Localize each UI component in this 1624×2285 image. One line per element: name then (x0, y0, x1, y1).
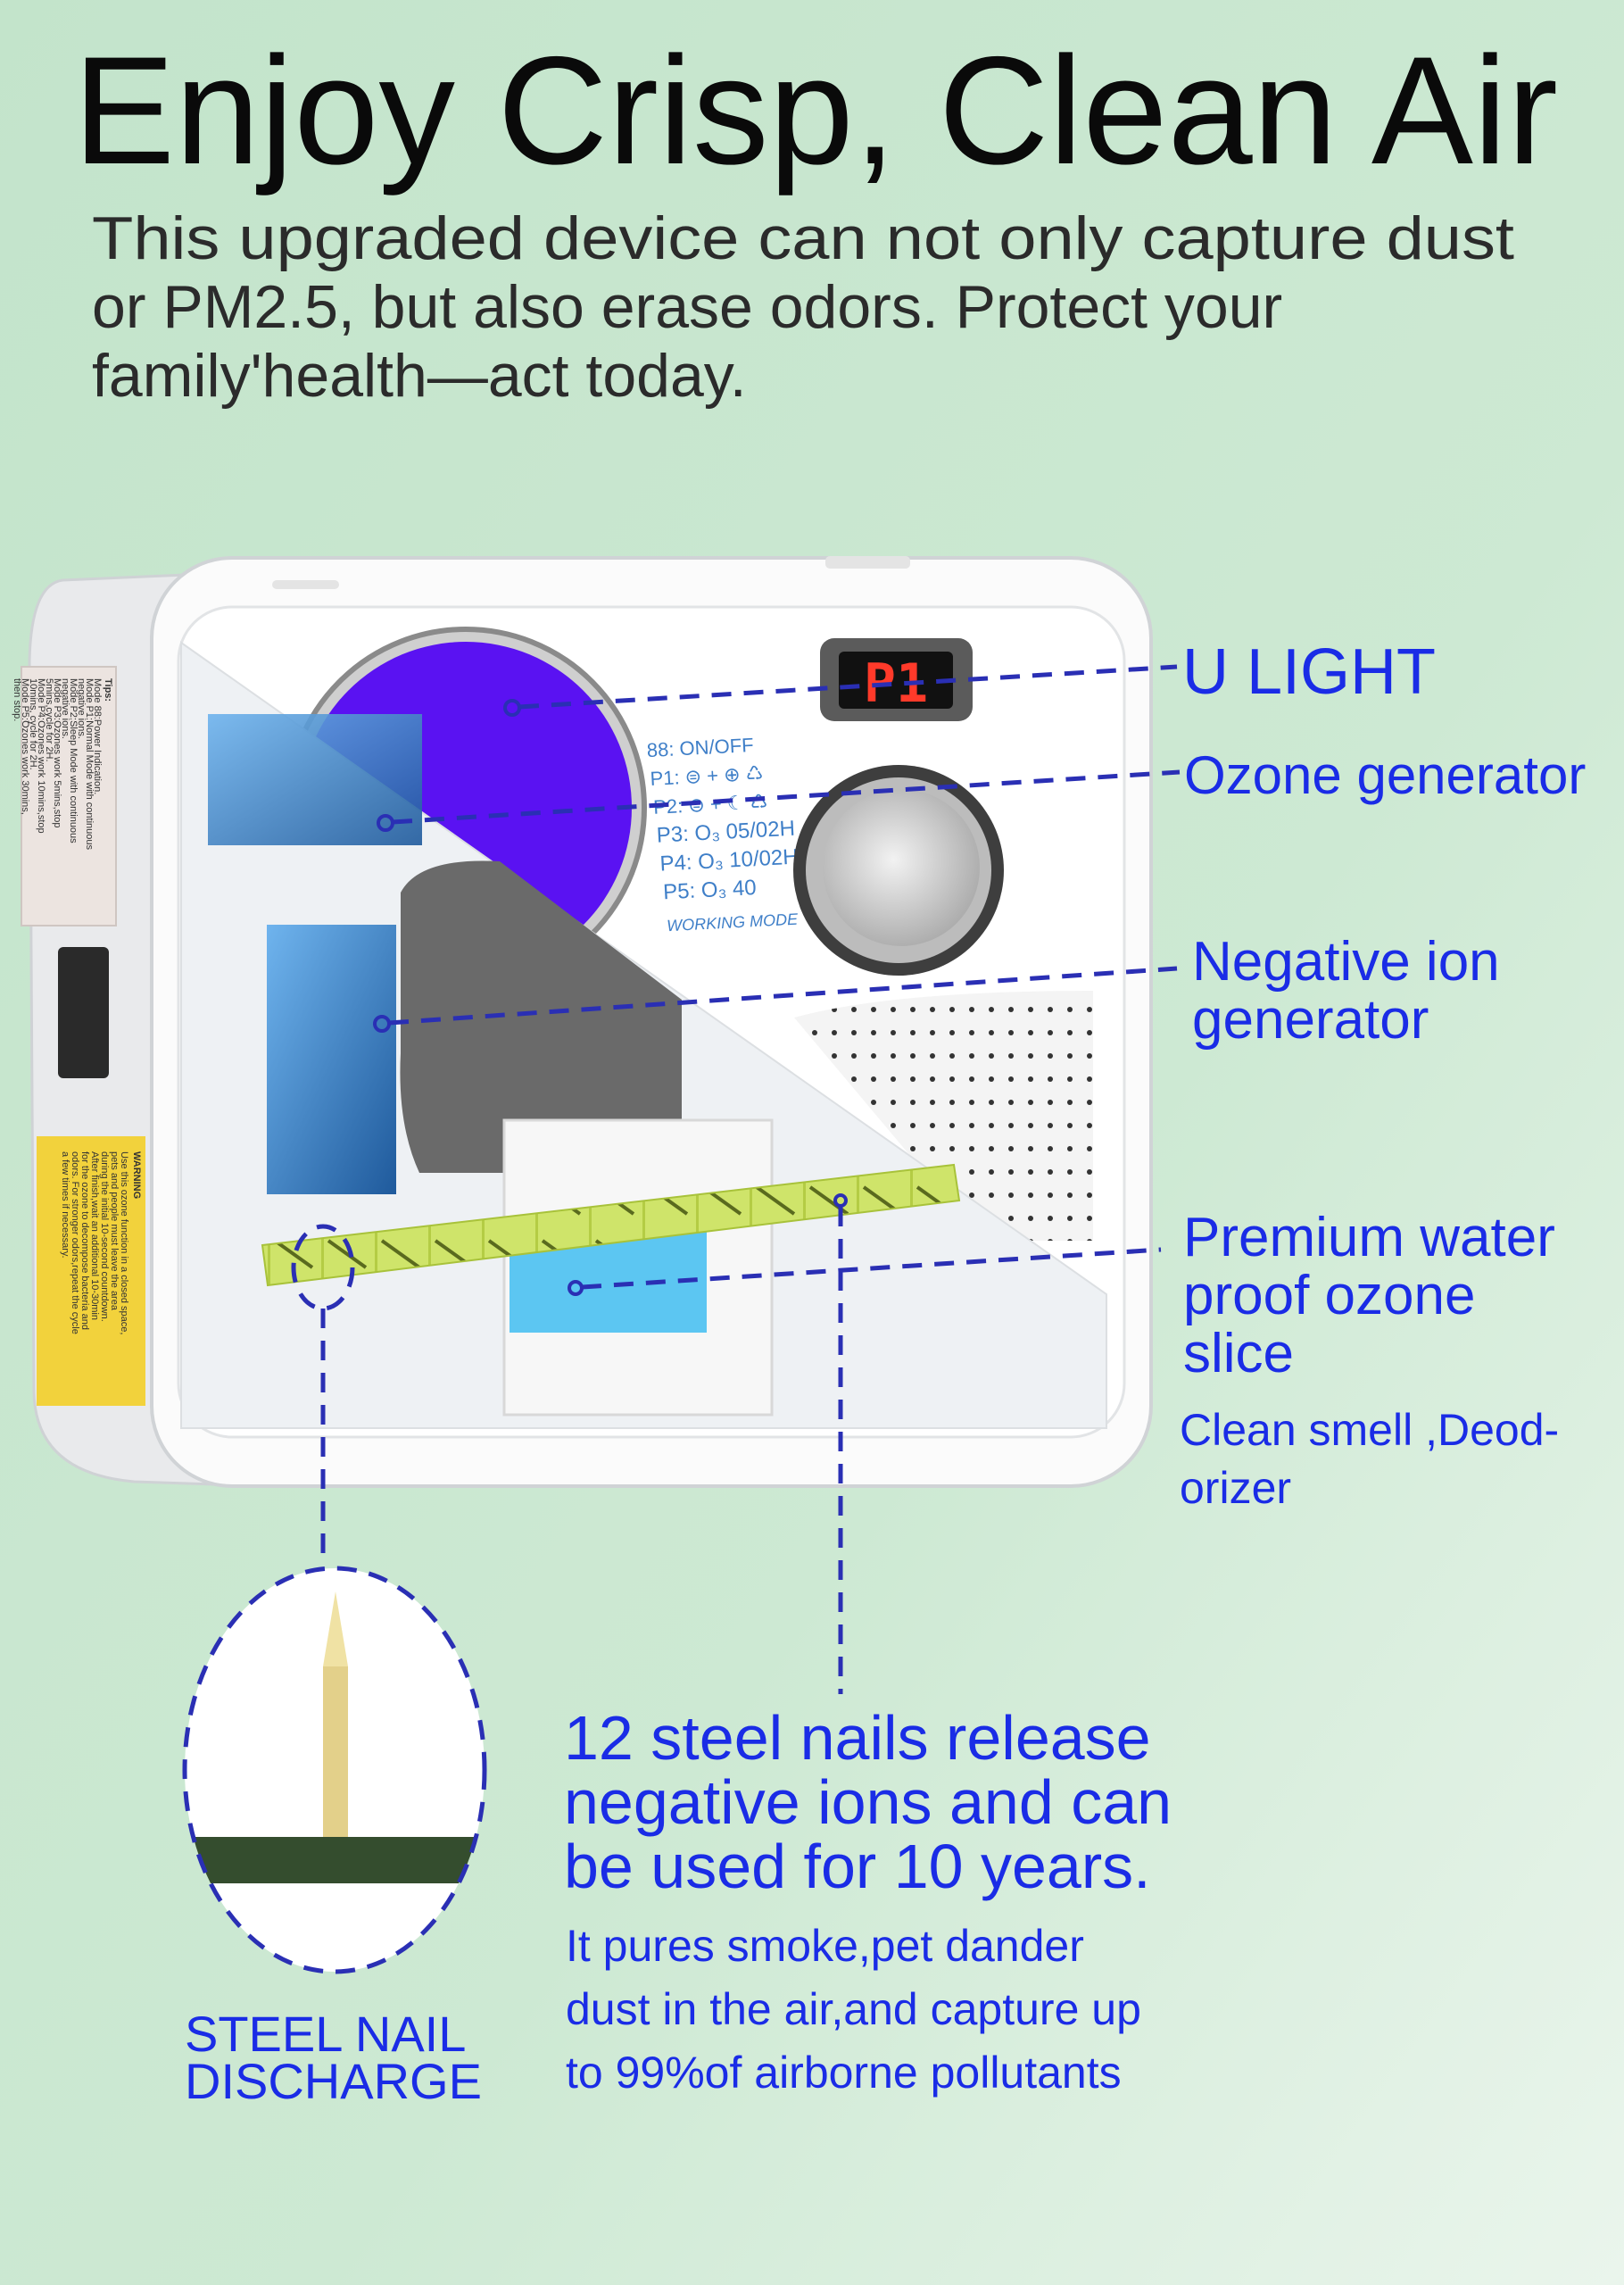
warning-line: odors. For stronger odors,repeat the cyc… (70, 1151, 80, 1334)
nails-headline: negative ions and can (564, 1767, 1172, 1837)
tips-line: 5mins,cycle for 2H. (44, 678, 54, 762)
warning-line: After finish,wait an additional 10-30min (89, 1151, 100, 1320)
tips-line: Mode P2:Sleep Mode with continuous (68, 678, 79, 843)
top-vent (272, 580, 339, 589)
tips-line: then stop. (12, 678, 22, 721)
display-screen (839, 652, 953, 709)
warning-title: WARNING (131, 1151, 142, 1199)
ozone-generator-label: Ozone generator (1184, 745, 1586, 805)
u-light-leader (518, 664, 1178, 710)
subtitle-line-1: This upgraded device can not only captur… (92, 204, 1514, 272)
negative-ion-leader (388, 966, 1178, 1026)
ozone-slice-marker (568, 1280, 584, 1296)
nails-marker (833, 1193, 848, 1208)
ozone-slice-note: Clean smell ,Deod- (1180, 1405, 1559, 1455)
tips-line: Mode P5:Ozones work 30mins, (20, 678, 30, 815)
lower-blue-block (267, 925, 396, 1194)
subtitle-line-3: family'health—act today. (92, 342, 747, 410)
tips-line: Mode P3:Ozones work 5mins,stop (52, 678, 62, 828)
steel-nail-label: DISCHARGE (185, 2053, 482, 2109)
circuit-board (185, 1837, 485, 1883)
ozone-slice-nail-board (261, 1163, 961, 1287)
negative-ion-label: Negative ion (1192, 931, 1500, 993)
tips-sticker: Tips: Mode 88:Power Indication. Mode P1:… (12, 666, 117, 926)
subtitle-line-2: or PM2.5, but also erase odors. Protect … (92, 273, 1282, 341)
nails-body: It pures smoke,pet dander (566, 1921, 1084, 1971)
warning-line: pets and people must leave the area (109, 1151, 120, 1311)
steel-nail-label: STEEL NAIL (185, 2006, 466, 2062)
fan-housing (400, 860, 682, 1173)
tips-line: Mode P4:Ozones work 10mins,stop (36, 678, 46, 834)
page-title: Enjoy Crisp, Clean Air (73, 25, 1558, 196)
u-light-label: U LIGHT (1182, 636, 1436, 708)
tips-line: negative ions. (76, 678, 87, 739)
ozone-slice-label: Premium water (1183, 1207, 1555, 1268)
warning-line: a few times if necessary. (60, 1151, 70, 1259)
warning-line: during the initial 10-second countdown. (99, 1151, 110, 1322)
tips-title: Tips: (103, 678, 113, 702)
ozone-slice-label: proof ozone (1183, 1265, 1475, 1326)
tips-line: 10mins, cycle for 2H. (28, 678, 38, 770)
power-socket (58, 947, 109, 1078)
u-light-marker (503, 699, 521, 717)
leader-lines (291, 664, 1181, 1694)
nails-body: to 99%of airborne pollutants (566, 2048, 1122, 2098)
panel-line: P5: O₃ 40 (663, 876, 758, 904)
tips-line: negative ions. (60, 678, 70, 739)
steel-nail-closeup (182, 1566, 487, 1974)
negative-ion-label: generator (1192, 989, 1429, 1051)
warning-line: Use this ozone function in a closed spac… (119, 1151, 129, 1334)
vent-grille (794, 991, 1093, 1241)
nails-headline: 12 steel nails release (564, 1703, 1151, 1773)
ozone-generator-leader (392, 769, 1181, 825)
tips-line: Mode P1:Normal Mode with continuous (84, 678, 95, 850)
ozone-slice-label: slice (1183, 1323, 1294, 1384)
steel-nail-focus-ring (291, 1224, 355, 1311)
top-button (825, 556, 910, 569)
warning-sticker: WARNING Use this ozone function in a clo… (37, 1136, 145, 1406)
tips-line: Mode 88:Power Indication. (92, 678, 103, 794)
upper-blue-block (208, 714, 422, 845)
warning-line: for the ozone to decompose bacteria and (79, 1151, 90, 1330)
ozone-generator-marker (377, 814, 394, 832)
negative-ion-marker (373, 1015, 391, 1033)
steel-nail-tip (323, 1591, 348, 1666)
steel-nail (323, 1666, 348, 1837)
nails-headline: be used for 10 years. (564, 1832, 1151, 1901)
nails-body: dust in the air,and capture up (566, 1984, 1141, 2034)
ozone-slice-note: orizer (1180, 1463, 1291, 1513)
air-purifier-device: P1 88: ON/OFF P1: ⊜ + ⊕ ♺ P2: ⊜ + ☾ ♺ P3… (12, 556, 1153, 1488)
ozone-slice-leader (581, 1247, 1162, 1290)
control-knob (823, 789, 980, 946)
